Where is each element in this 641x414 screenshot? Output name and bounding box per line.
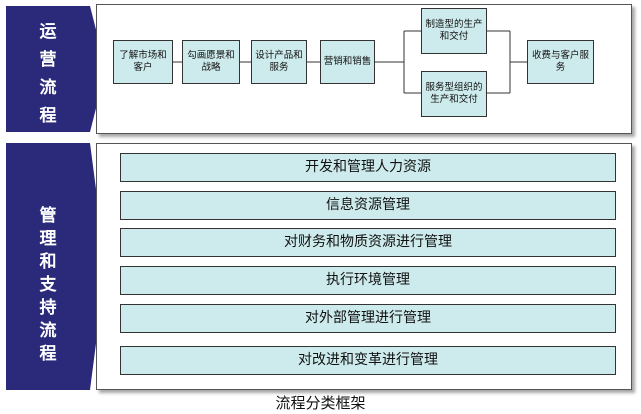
mgmt-item-change: 对改进和变革进行管理: [120, 346, 616, 375]
management-banner-shape: [6, 143, 106, 390]
mgmt-item-hr: 开发和管理人力资源: [120, 153, 616, 182]
mgmt-item-info: 信息资源管理: [120, 191, 616, 220]
step-design-products: 设计产品和服务: [251, 40, 307, 84]
management-banner: 管理和支持流程: [6, 143, 106, 390]
step-marketing-sales: 营销和销售: [320, 40, 375, 84]
operations-banner: 运营流程: [6, 6, 106, 132]
operations-banner-shape: [6, 6, 106, 132]
figure-caption: 流程分类框架: [275, 394, 366, 412]
mgmt-item-environment: 执行环境管理: [120, 266, 616, 295]
step-vision-strategy: 勾画愿景和战略: [182, 40, 240, 84]
mgmt-item-external: 对外部管理进行管理: [120, 304, 616, 333]
step-understand-market: 了解市场和客户: [113, 40, 173, 84]
mgmt-item-finance: 对财务和物质资源进行管理: [120, 228, 616, 257]
management-label: 管理和支持流程: [39, 206, 57, 364]
operations-label: 运营流程: [39, 22, 57, 126]
branch-manufacturing: 制造型的生产和交付: [421, 8, 487, 54]
branch-service: 服务型组织的生产和交付: [421, 71, 487, 117]
step-billing-service: 收费与客户服务: [527, 40, 594, 84]
